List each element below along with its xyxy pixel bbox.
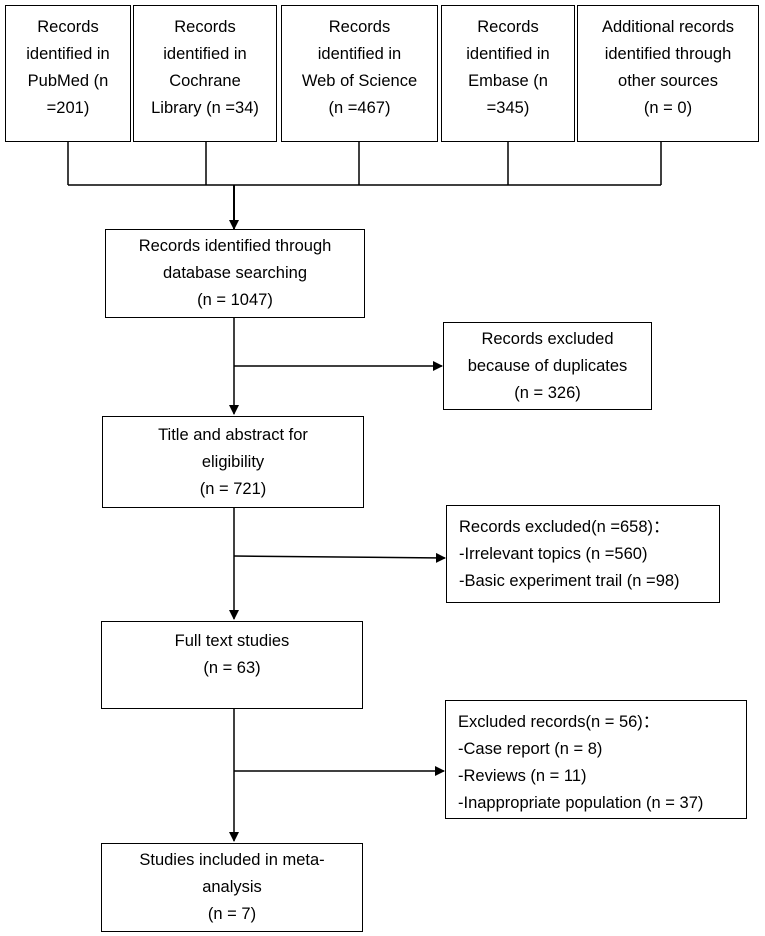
identified-box: Records identified through database sear…	[105, 229, 365, 318]
source-line: (n =467)	[328, 99, 391, 117]
excluded2-line: -Reviews (n = 11)	[458, 767, 587, 785]
excluded2-line: -Inappropriate population (n = 37)	[458, 794, 704, 812]
duplicates-line: Records excluded	[481, 329, 614, 348]
identified-line: database searching	[162, 264, 308, 282]
fulltext-line: (n = 63)	[203, 659, 261, 677]
identified-line: Records identified through	[138, 237, 332, 255]
duplicates-excluded-box: Records excluded because of duplicates (…	[443, 322, 652, 410]
screening-line: (n = 721)	[199, 479, 267, 498]
source-line: Records	[174, 18, 236, 36]
source-line: identified in	[26, 45, 110, 63]
screening-box: Title and abstract for eligibility (n = …	[102, 416, 364, 508]
source-line: Records	[477, 18, 539, 36]
duplicates-line: because of duplicates	[467, 356, 628, 375]
source-line: =345)	[486, 99, 530, 117]
excluded2-line: Excluded records(n = 56)：	[458, 713, 660, 731]
source-line: Records	[328, 18, 391, 36]
included-line: Studies included in meta-	[139, 851, 325, 869]
excluded1-line: -Basic experiment trail (n =98)	[459, 572, 680, 590]
source-line: Records	[37, 18, 99, 36]
excluded1-line: Records excluded(n =658)：	[459, 518, 670, 536]
source-line: Web of Science	[301, 72, 418, 90]
excluded-records-box: Excluded records(n = 56)： -Case report (…	[445, 700, 747, 819]
excluded1-line: -Irrelevant topics (n =560)	[459, 545, 648, 563]
source-line: identified through	[604, 45, 732, 63]
identified-line: (n = 1047)	[197, 291, 273, 309]
included-line: (n = 7)	[207, 905, 257, 923]
source-line: Library (n =34)	[151, 99, 259, 117]
source-line: identified in	[163, 45, 247, 63]
source-line: other sources	[618, 72, 718, 90]
arrow-to-excluded1	[233, 552, 446, 563]
source-line: (n = 0)	[643, 99, 693, 117]
source-line: Cochrane	[169, 72, 241, 90]
excluded2-line: -Case report (n = 8)	[458, 740, 603, 758]
source-line: identified in	[466, 45, 550, 63]
screening-line: Title and abstract for	[158, 425, 308, 444]
included-line: analysis	[202, 878, 262, 896]
records-excluded-box: Records excluded(n =658)： -Irrelevant to…	[446, 505, 720, 603]
source-box-cochrane: Records identified in Cochrane Library (…	[133, 5, 277, 142]
screening-line: eligibility	[201, 452, 265, 471]
source-line: Additional records	[601, 18, 735, 36]
source-line: Embase (n	[468, 72, 548, 90]
source-box-embase: Records identified in Embase (n =345)	[441, 5, 575, 142]
source-box-web-of-science: Records identified in Web of Science (n …	[281, 5, 438, 142]
source-box-pubmed: Records identified in PubMed (n =201)	[5, 5, 131, 142]
source-box-other: Additional records identified through ot…	[577, 5, 759, 142]
source-line: =201)	[46, 99, 90, 117]
fulltext-line: Full text studies	[174, 632, 290, 650]
fulltext-box: Full text studies (n = 63)	[101, 621, 363, 709]
source-line: PubMed (n	[27, 72, 109, 90]
source-line: identified in	[317, 45, 402, 63]
included-box: Studies included in meta- analysis (n = …	[101, 843, 363, 932]
duplicates-line: (n = 326)	[514, 383, 581, 402]
